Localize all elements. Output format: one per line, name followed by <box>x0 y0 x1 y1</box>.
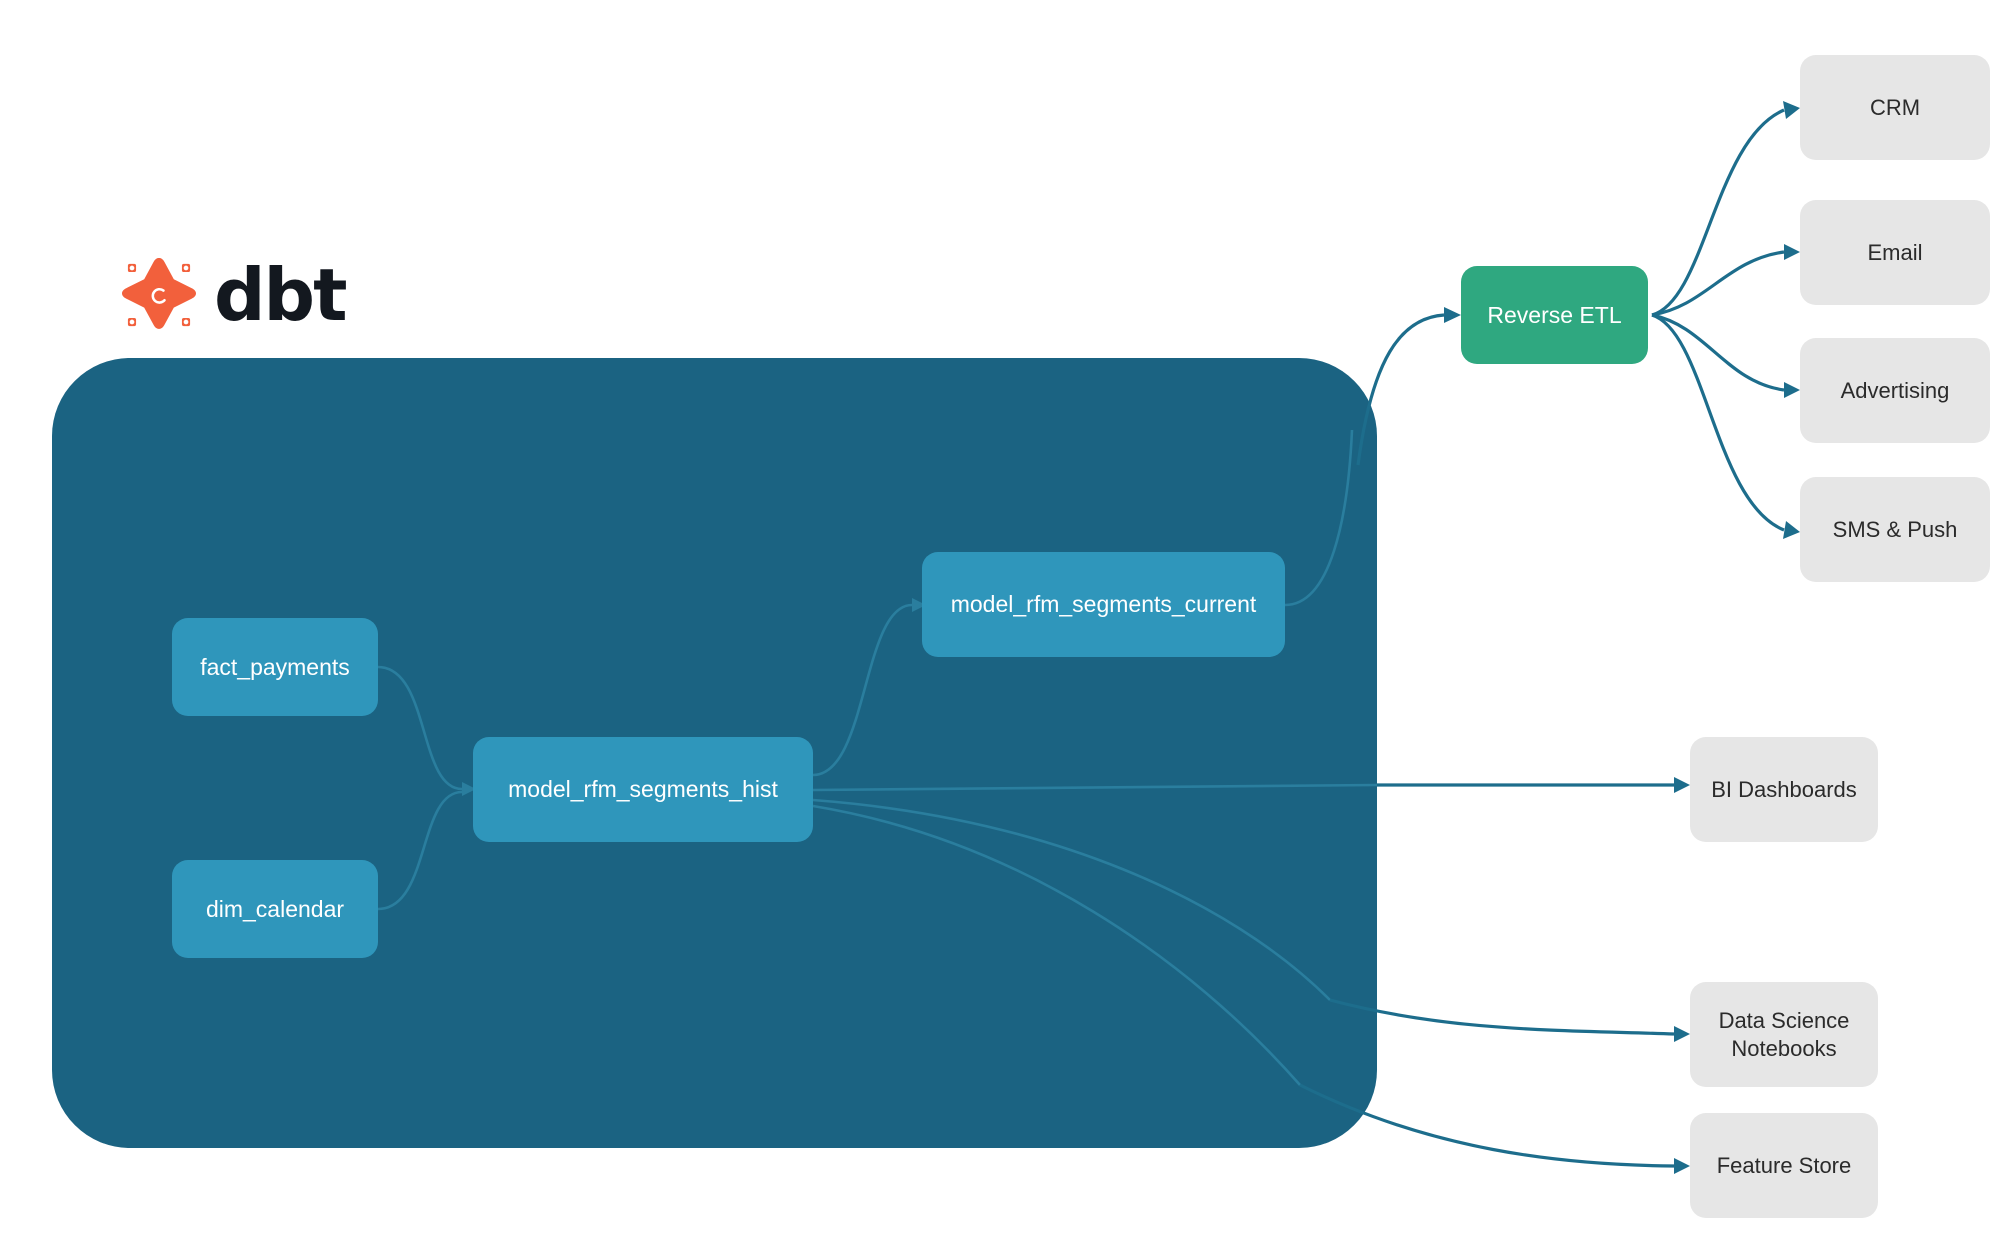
destination-node-crm[interactable]: CRM <box>1800 55 1990 160</box>
destination-label: SMS & Push <box>1832 516 1958 542</box>
destination-node-feature-store[interactable]: Feature Store <box>1690 1113 1878 1218</box>
destination-node-advertising[interactable]: Advertising <box>1800 338 1990 443</box>
edge-reverse-etl-to-crm <box>1651 108 1785 317</box>
edge-reverse-etl-to-advertising <box>1651 313 1785 392</box>
model-node-dim-calendar[interactable]: dim_calendar <box>172 860 378 958</box>
dbt-wordmark: dbt <box>214 253 347 337</box>
model-node-label: model_rfm_segments_hist <box>508 776 778 802</box>
reverse-etl-node[interactable]: Reverse ETL <box>1461 266 1648 364</box>
destination-node-sms-push[interactable]: SMS & Push <box>1800 477 1990 582</box>
arrowhead-icon <box>1444 307 1461 323</box>
edge-reverse-etl-to-email <box>1651 250 1785 317</box>
arrowhead-icon <box>1674 777 1690 793</box>
model-node-rfm-segments-current[interactable]: model_rfm_segments_current <box>922 552 1285 657</box>
arrowhead-icon <box>1783 521 1800 539</box>
dbt-logo-icon <box>122 258 196 329</box>
edge-rfm-hist-to-ds-notebooks <box>1329 998 1675 1036</box>
destination-node-data-science-notebooks[interactable]: Data Science Notebooks <box>1690 982 1878 1087</box>
destination-label-line2: Notebooks <box>1731 1035 1837 1061</box>
destination-label-line1: Data Science <box>1718 1008 1850 1033</box>
destination-label: BI Dashboards <box>1711 776 1857 802</box>
destination-node-email[interactable]: Email <box>1800 200 1990 305</box>
arrowhead-icon <box>1784 244 1800 260</box>
model-node-label: fact_payments <box>200 653 350 680</box>
reverse-etl-label: Reverse ETL <box>1487 301 1622 328</box>
destination-label: Email <box>1867 239 1923 265</box>
model-node-rfm-segments-hist[interactable]: model_rfm_segments_hist <box>473 737 813 842</box>
arrowhead-icon <box>1783 101 1800 119</box>
model-node-fact-payments[interactable]: fact_payments <box>172 618 378 716</box>
destination-label: Advertising <box>1840 377 1950 403</box>
dbt-brand-lockup: dbt <box>122 253 347 337</box>
destination-node-bi-dashboards[interactable]: BI Dashboards <box>1690 737 1878 842</box>
arrowhead-icon <box>1674 1026 1690 1042</box>
arrowhead-icon <box>1674 1158 1690 1174</box>
arrowhead-icon <box>1784 382 1800 398</box>
destination-label: CRM <box>1869 94 1921 120</box>
destination-label: Data Science Notebooks <box>1719 1007 1850 1062</box>
model-node-label: dim_calendar <box>205 895 345 922</box>
edge-reverse-etl-to-sms-push <box>1651 313 1785 532</box>
destination-label: Feature Store <box>1716 1152 1852 1178</box>
model-node-label: model_rfm_segments_current <box>950 591 1257 617</box>
